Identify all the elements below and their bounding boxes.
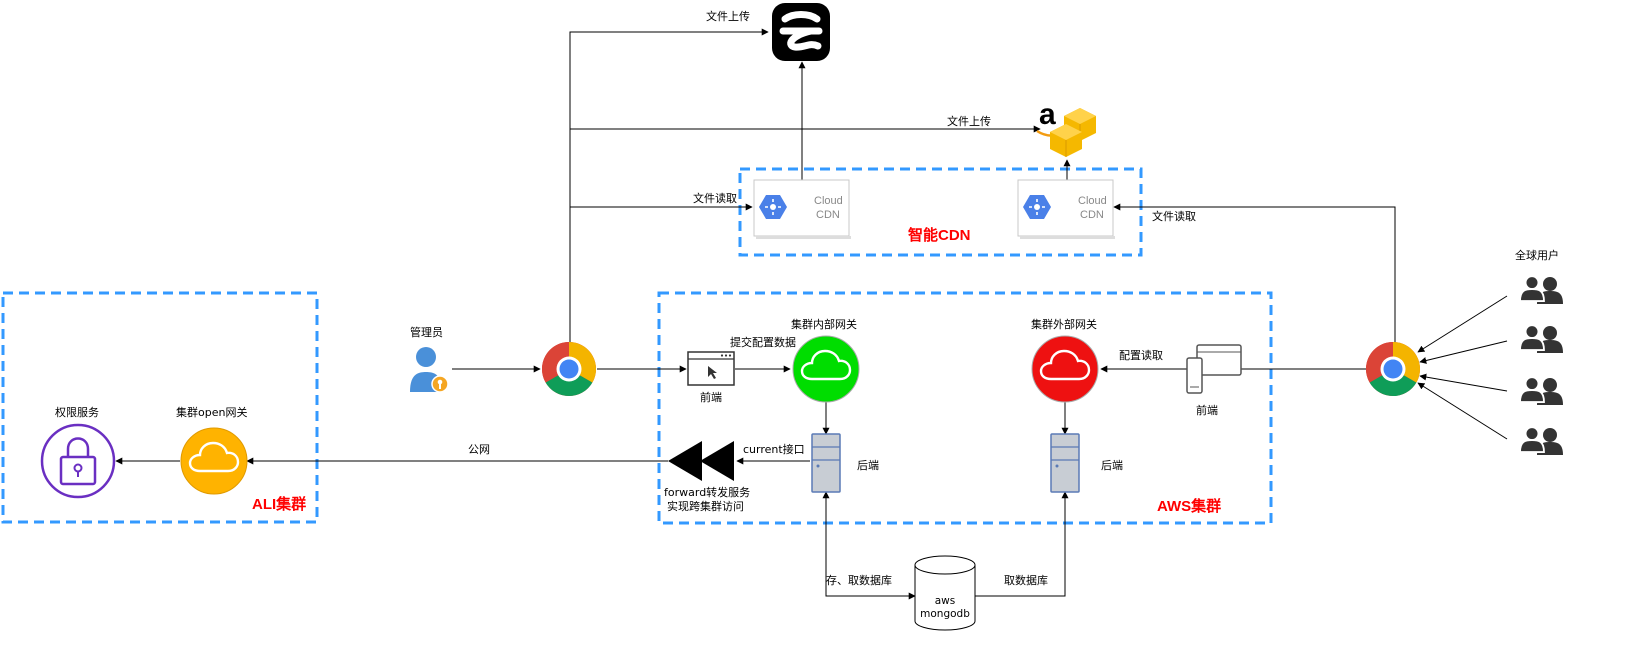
label-ali-cluster: ALI集群	[252, 495, 306, 513]
label-forward-line1: forward转发服务	[664, 485, 750, 499]
cdn-left-title: Cloud	[814, 195, 843, 207]
label-db-read: 取数据库	[1004, 573, 1048, 587]
label-frontend-right: 前端	[1196, 403, 1218, 417]
db-label-line1: aws	[935, 595, 956, 607]
label-config-read: 配置读取	[1119, 348, 1163, 362]
user-group-icon-3	[1520, 377, 1563, 405]
backend-right-server-icon	[1050, 433, 1080, 493]
label-perm-service: 权限服务	[55, 406, 99, 419]
label-backend-right: 后端	[1101, 459, 1123, 472]
lock-icon	[40, 423, 116, 499]
database-cylinder-icon: aws mongodb	[914, 555, 976, 631]
label-read-left: 文件读取	[693, 191, 737, 205]
inner-gateway-cloud-icon	[792, 335, 860, 403]
user-group-icon-1	[1520, 276, 1563, 304]
backend-left-server-icon	[811, 433, 841, 493]
label-open-gateway: 集群open网关	[176, 405, 247, 419]
label-upload-aws: 文件上传	[947, 114, 991, 128]
mobile-desktop-icon	[1186, 344, 1242, 394]
cdn-left-sub: CDN	[816, 209, 840, 221]
edges	[115, 28, 1508, 600]
outer-gateway-cloud-icon	[1031, 335, 1099, 403]
ali-cluster-region	[1, 291, 319, 524]
svg-text:a: a	[1039, 98, 1056, 131]
label-admin: 管理员	[410, 325, 443, 339]
label-public-net: 公网	[468, 443, 490, 456]
label-current-api: current接口	[743, 443, 805, 456]
label-smart-cdn: 智能CDN	[908, 226, 971, 244]
browser-window-icon	[687, 351, 735, 386]
amazon-aws-icon: a	[1036, 98, 1096, 157]
user-group-icon-4	[1520, 427, 1563, 455]
label-upload-yun: 文件上传	[706, 9, 750, 23]
db-label-line2: mongodb	[920, 608, 970, 620]
open-gateway-cloud-icon	[180, 427, 248, 495]
chrome-browser-left-icon	[541, 342, 597, 397]
label-read-right: 文件读取	[1152, 209, 1196, 223]
cdn-right-title: Cloud	[1078, 195, 1107, 207]
label-forward-line2: 实现跨集群访问	[667, 499, 744, 513]
aws-cluster-region	[657, 291, 1273, 525]
user-group-icon-2	[1520, 325, 1563, 353]
cloud-cdn-right: Cloud CDN	[1017, 179, 1116, 240]
smart-cdn-region	[738, 167, 1143, 257]
label-submit-config: 提交配置数据	[730, 335, 796, 349]
label-db-rw: 存、取数据库	[826, 573, 892, 587]
label-global-users: 全球用户	[1515, 248, 1559, 262]
cdn-right-sub: CDN	[1080, 209, 1104, 221]
label-outer-gateway: 集群外部网关	[1031, 317, 1097, 331]
label-aws-cluster: AWS集群	[1157, 497, 1221, 515]
label-backend-left: 后端	[857, 459, 879, 472]
admin-user-icon	[410, 347, 449, 393]
chrome-browser-right-icon	[1365, 342, 1421, 397]
cloud-cdn-left: Cloud CDN	[753, 179, 852, 240]
yun-cloud-icon	[772, 3, 830, 61]
label-inner-gateway: 集群内部网关	[791, 317, 857, 331]
label-frontend-left: 前端	[700, 390, 722, 404]
fast-rewind-icon	[668, 441, 734, 481]
